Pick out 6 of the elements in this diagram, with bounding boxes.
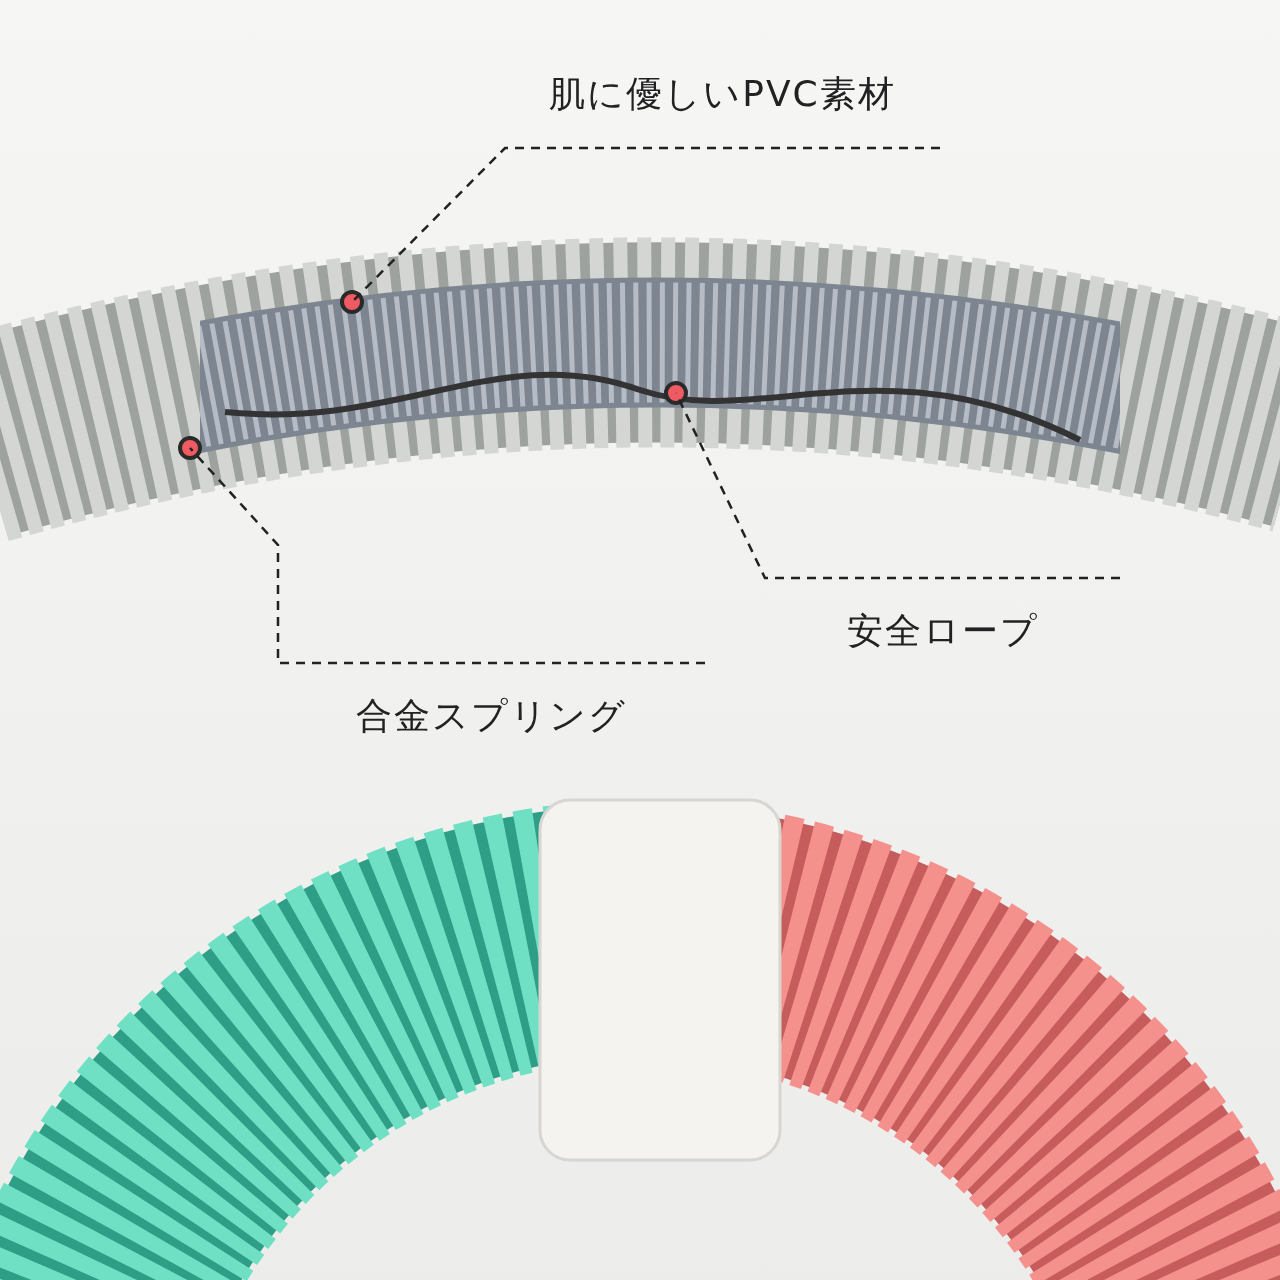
leader-line xyxy=(351,146,940,303)
callout-label: 肌に優しいPVC素材 xyxy=(549,72,896,116)
leader-line xyxy=(674,392,1120,580)
callout-label: 合金スプリング xyxy=(356,694,627,738)
callout-label: 安全ロープ xyxy=(846,609,1039,653)
leader-line xyxy=(189,447,705,665)
